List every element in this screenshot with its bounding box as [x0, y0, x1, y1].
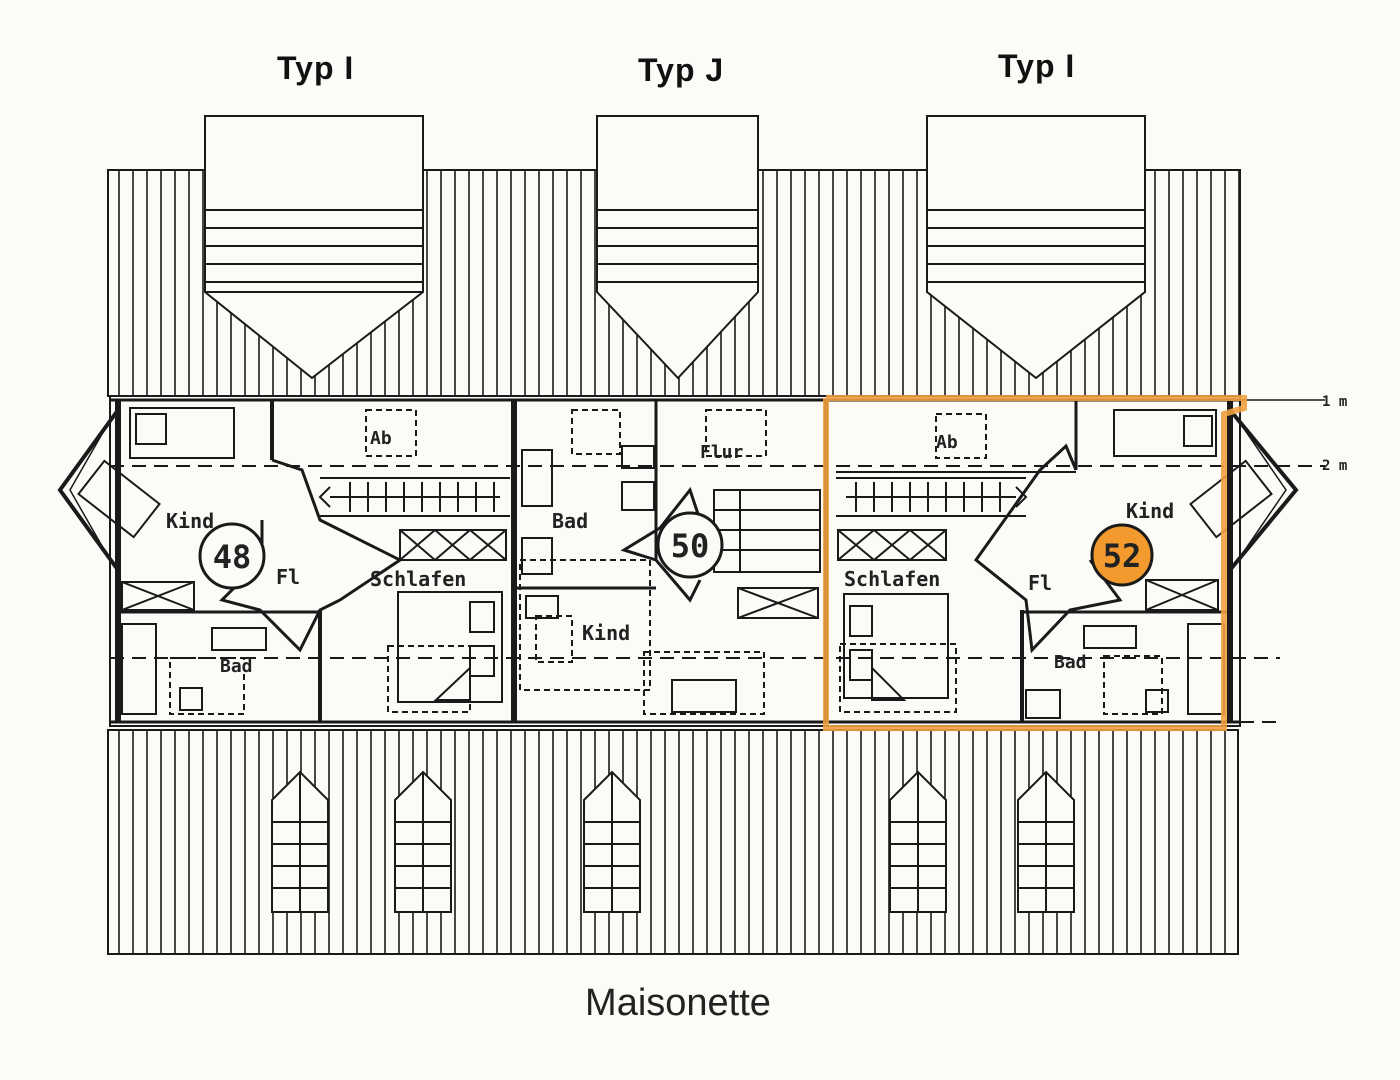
unit-52-furniture [836, 409, 1273, 719]
unit-number-50: 50 [671, 527, 710, 565]
type-label-right: Typ I [998, 48, 1076, 84]
room-label: Flur [700, 442, 744, 463]
room-labels: Kind Fl Ab Schlafen Bad Flur Bad Kind Ab… [166, 428, 1174, 677]
room-label: Ab [936, 432, 958, 453]
room-label: Schlafen [370, 567, 466, 591]
unit-badge-52: 52 [1090, 523, 1154, 587]
skylights [271, 770, 1075, 913]
level-mark-1m: 1 m [1322, 394, 1347, 410]
dormer-right [926, 115, 1146, 380]
level-mark-2m: 2 m [1322, 458, 1347, 474]
room-label: Ab [370, 428, 392, 449]
room-label: Bad [220, 656, 253, 677]
room-label: Bad [1054, 652, 1087, 673]
type-label-middle: Typ J [638, 52, 725, 88]
highlight-frame [823, 395, 1247, 731]
room-label: Fl [276, 565, 300, 589]
unit-48-furniture [77, 407, 510, 715]
room-label: Schlafen [844, 567, 940, 591]
dormer-left [204, 115, 424, 380]
type-label-left: Typ I [277, 50, 355, 86]
unit-number-48: 48 [213, 538, 252, 576]
room-label: Bad [552, 509, 588, 533]
unit-badge-50: 50 [656, 511, 724, 579]
unit-number-52: 52 [1103, 537, 1142, 575]
room-label: Kind [582, 621, 630, 645]
dormer-middle [596, 115, 759, 380]
room-label: Fl [1028, 571, 1052, 595]
room-label: Kind [166, 509, 214, 533]
plan-caption: Maisonette [585, 982, 771, 1024]
room-label: Kind [1126, 499, 1174, 523]
unit-badge-48: 48 [198, 522, 266, 590]
unit-50-furniture [519, 409, 821, 715]
